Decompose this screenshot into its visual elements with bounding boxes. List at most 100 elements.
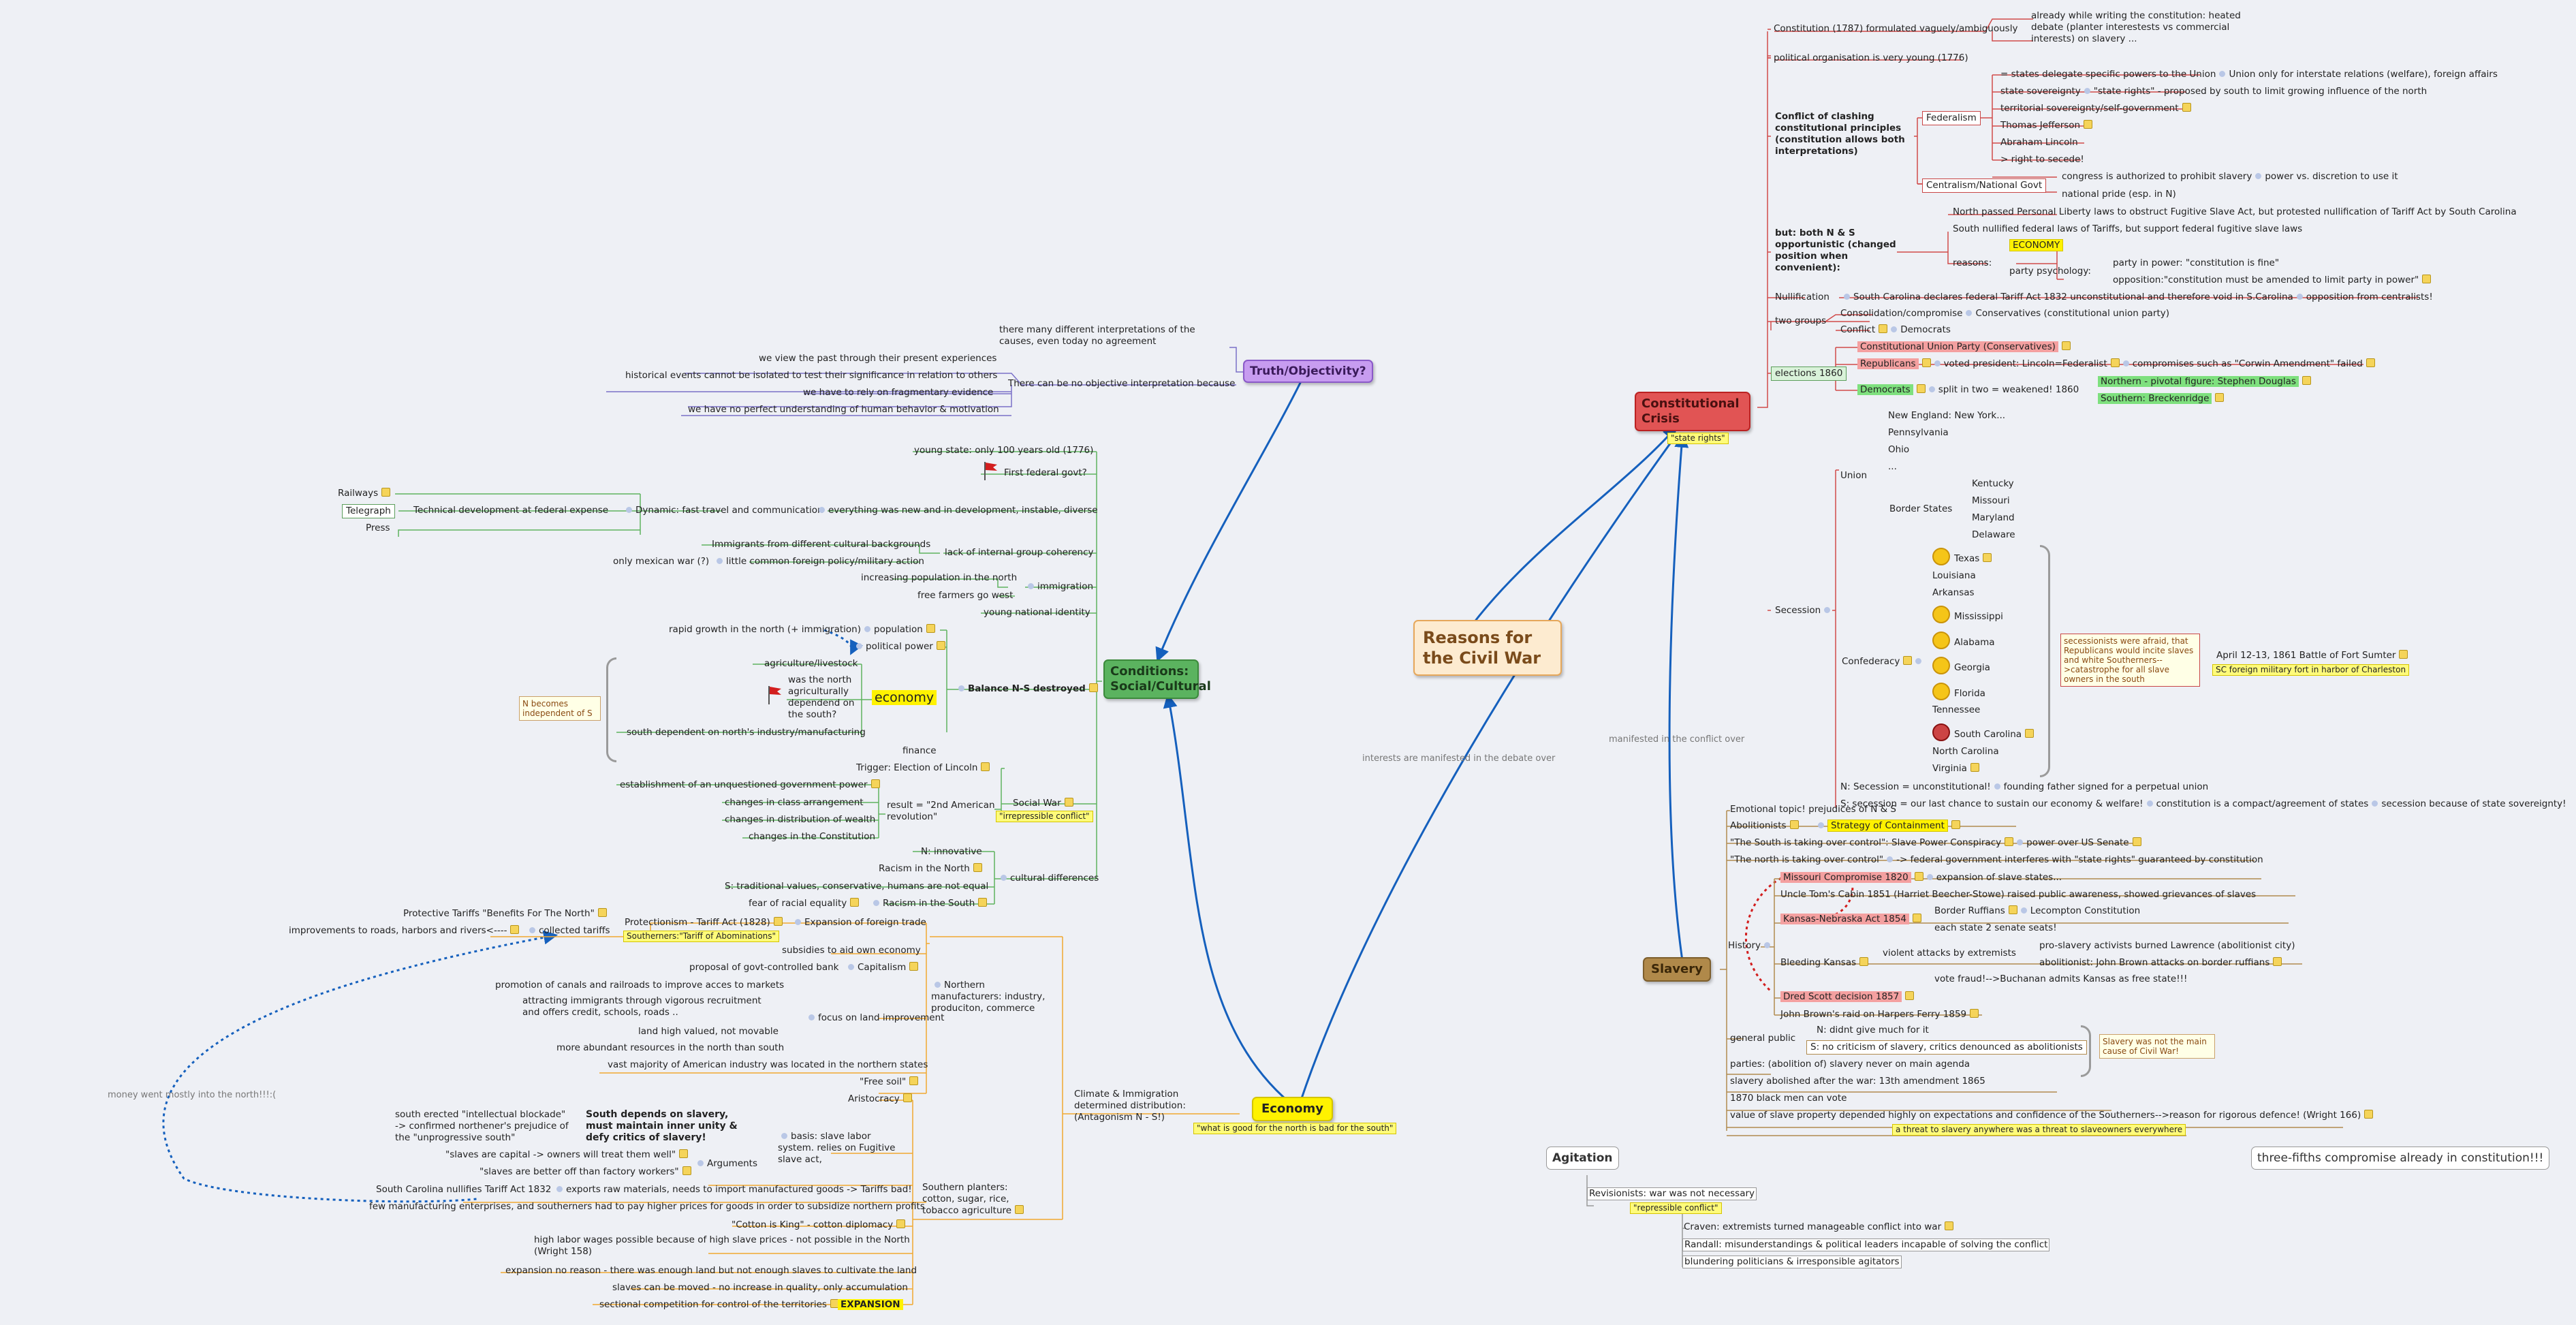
const-lincoln[interactable]: Abraham Lincoln: [2000, 137, 2078, 148]
const-personal-liberty[interactable]: North passed Personal Liberty laws to ob…: [1953, 206, 2517, 217]
cond-first-govt[interactable]: First federal govt?: [1004, 467, 1087, 478]
central-topic[interactable]: Reasons for the Civil War: [1413, 620, 1562, 676]
econ-exports[interactable]: exports raw materials, needs to import m…: [552, 1184, 913, 1196]
slav-general-public[interactable]: general public: [1730, 1033, 1796, 1044]
const-missouri[interactable]: Missouri: [1972, 495, 2010, 506]
const-heated[interactable]: already while writing the constitution: …: [2031, 10, 2241, 44]
const-jefferson[interactable]: Thomas Jefferson: [1999, 120, 2094, 131]
note-icon[interactable]: [597, 908, 607, 917]
topic-economy[interactable]: Economy: [1252, 1097, 1334, 1121]
note-icon[interactable]: [2182, 103, 2191, 112]
agit-blundering[interactable]: blundering politicians & irresponsible a…: [1682, 1256, 1902, 1268]
const-1787[interactable]: Constitution (1787) formulated vaguely/a…: [1774, 23, 2018, 34]
econ-better-off[interactable]: "slaves are better off than factory work…: [478, 1166, 693, 1178]
truth-reason-1[interactable]: we view the past through their present e…: [759, 353, 997, 364]
truth-no-objective[interactable]: There can be no objective interpretation…: [1008, 378, 1236, 389]
cond-south-dependent[interactable]: south dependent on north's industry/manu…: [627, 727, 866, 738]
econ-climate[interactable]: Climate & Immigration determined distrib…: [1074, 1089, 1186, 1123]
note-icon[interactable]: [1903, 656, 1913, 665]
cond-little-policy[interactable]: little common foreign policy/military ac…: [712, 556, 926, 567]
note-icon[interactable]: [510, 925, 520, 934]
note-icon[interactable]: [2110, 358, 2120, 367]
note-icon[interactable]: [926, 624, 935, 633]
const-douglas[interactable]: Northern - pivotal figure: Stephen Dougl…: [2096, 376, 2312, 388]
econ-sc-nullifies[interactable]: South Carolina nullifies Tariff Act 1832: [376, 1184, 552, 1195]
note-icon[interactable]: [381, 488, 391, 497]
cond-n-innovative[interactable]: N: innovative: [921, 846, 982, 857]
note-icon[interactable]: [1921, 358, 1931, 367]
slav-proslavery[interactable]: pro-slavery activists burned Lawrence (a…: [2039, 940, 2295, 951]
note-icon[interactable]: [2422, 275, 2432, 283]
cond-mexican-war[interactable]: only mexican war (?): [613, 556, 710, 567]
slav-parties[interactable]: parties: (abolition of) slavery never on…: [1730, 1059, 1970, 1070]
econ-improvements[interactable]: improvements to roads, harbors and river…: [287, 925, 520, 937]
const-nullification[interactable]: Nullification: [1775, 292, 1829, 302]
note-icon[interactable]: [682, 1166, 691, 1175]
slav-dred[interactable]: Dred Scott decision 1857: [1779, 991, 1915, 1003]
const-maryland[interactable]: Maryland: [1972, 512, 2015, 523]
slav-uncle-tom[interactable]: Uncle Tom's Cabin 1851 (Harriet Beecher-…: [1780, 889, 2257, 900]
cond-political-power[interactable]: political power: [851, 641, 947, 653]
const-centralism[interactable]: Centralism/National Govt: [1922, 178, 2047, 193]
state-mississippi[interactable]: Mississippi: [1931, 606, 2005, 623]
cond-economy[interactable]: economy: [870, 689, 938, 706]
topic-constitutional-crisis[interactable]: Constitutional Crisis: [1635, 392, 1750, 431]
cond-class[interactable]: changes in class arrangement: [725, 797, 864, 808]
note-n-independent[interactable]: N becomes independent of S: [519, 696, 601, 721]
econ-arguments[interactable]: Arguments: [693, 1158, 759, 1170]
cond-cultural-diff[interactable]: cultural differences: [996, 873, 1100, 884]
slav-abolitionists[interactable]: Abolitionists: [1729, 820, 1800, 832]
topic-agitation[interactable]: Agitation: [1546, 1147, 1619, 1170]
const-congress[interactable]: congress is authorized to prohibit slave…: [2062, 171, 2398, 182]
econ-no-reason[interactable]: expansion no reason - there was enough l…: [505, 1265, 917, 1276]
topic-slavery[interactable]: Slavery: [1643, 957, 1711, 982]
const-economy-hl[interactable]: ECONOMY: [2008, 239, 2064, 251]
econ-northern[interactable]: Northern manufacturers: industry, produc…: [931, 980, 1046, 1014]
note-icon[interactable]: [1914, 872, 1923, 881]
slav-vote-fraud[interactable]: vote fraud!-->Buchanan admits Kansas as …: [1934, 973, 2188, 984]
slav-abolished[interactable]: slavery abolished after the war: 13th am…: [1730, 1076, 1985, 1087]
note-icon[interactable]: [1064, 798, 1073, 807]
cond-tech[interactable]: Technical development at federal expense: [413, 505, 609, 516]
cond-dynamic[interactable]: Dynamic: fast travel and communication: [621, 505, 825, 516]
note-icon[interactable]: [773, 917, 783, 926]
econ-canals[interactable]: promotion of canals and railroads to imp…: [495, 980, 785, 991]
econ-basis[interactable]: basis: slave labor system. relies on Fug…: [778, 1131, 896, 1165]
note-icon[interactable]: [850, 898, 860, 907]
state-alabama[interactable]: Alabama: [1931, 632, 1996, 649]
econ-expansion-trade[interactable]: Expansion of foreign trade: [790, 917, 928, 929]
note-icon[interactable]: [2005, 837, 2014, 846]
const-south-nullified[interactable]: South nullified federal laws of Tariffs,…: [1953, 223, 2303, 234]
note-icon[interactable]: [902, 1093, 912, 1102]
econ-sectional[interactable]: sectional competition for control of the…: [598, 1299, 841, 1311]
three-fifths-note[interactable]: three-fifths compromise already in const…: [2251, 1147, 2550, 1170]
econ-southern[interactable]: Southern planters: cotton, sugar, rice, …: [921, 1182, 1039, 1217]
const-kentucky[interactable]: Kentucky: [1972, 478, 2014, 489]
cond-railways[interactable]: Railways: [336, 488, 392, 499]
agit-revisionists[interactable]: Revisionists: war was not necessary: [1587, 1187, 1757, 1200]
const-dots[interactable]: ...: [1888, 461, 1897, 472]
state-texas[interactable]: Texas: [1931, 548, 1993, 565]
state-arkansas[interactable]: Arkansas: [1932, 587, 1975, 598]
cond-racism-s[interactable]: Racism in the South: [868, 898, 988, 909]
slav-containment[interactable]: Strategy of Containment: [1813, 820, 1962, 832]
slav-history[interactable]: History: [1727, 940, 1775, 952]
slav-bleeding[interactable]: Bleeding Kansas: [1779, 957, 1870, 969]
note-icon[interactable]: [973, 863, 982, 872]
econ-attracting[interactable]: attracting immigrants through vigorous r…: [522, 995, 761, 1018]
cond-increasing-pop[interactable]: increasing population in the north: [861, 572, 1018, 583]
const-in-power[interactable]: party in power: "constitution is fine": [2113, 258, 2280, 268]
slav-n-didnt[interactable]: N: didnt give much for it: [1817, 1025, 1929, 1035]
econ-capital[interactable]: "slaves are capital -> owners will treat…: [444, 1149, 689, 1161]
cond-racism-n[interactable]: Racism in the North: [877, 863, 984, 875]
note-icon[interactable]: [1789, 820, 1799, 829]
state-louisiana[interactable]: Louisiana: [1932, 570, 1976, 581]
cond-everything-new[interactable]: everything was new and in development, i…: [814, 505, 1099, 516]
cond-young-identity[interactable]: young national identity: [984, 607, 1090, 618]
const-states-delegate[interactable]: = states delegate specific powers to the…: [2000, 69, 2498, 80]
const-new-england[interactable]: New England: New York...: [1888, 410, 2006, 421]
econ-capitalism[interactable]: Capitalism: [843, 962, 920, 973]
